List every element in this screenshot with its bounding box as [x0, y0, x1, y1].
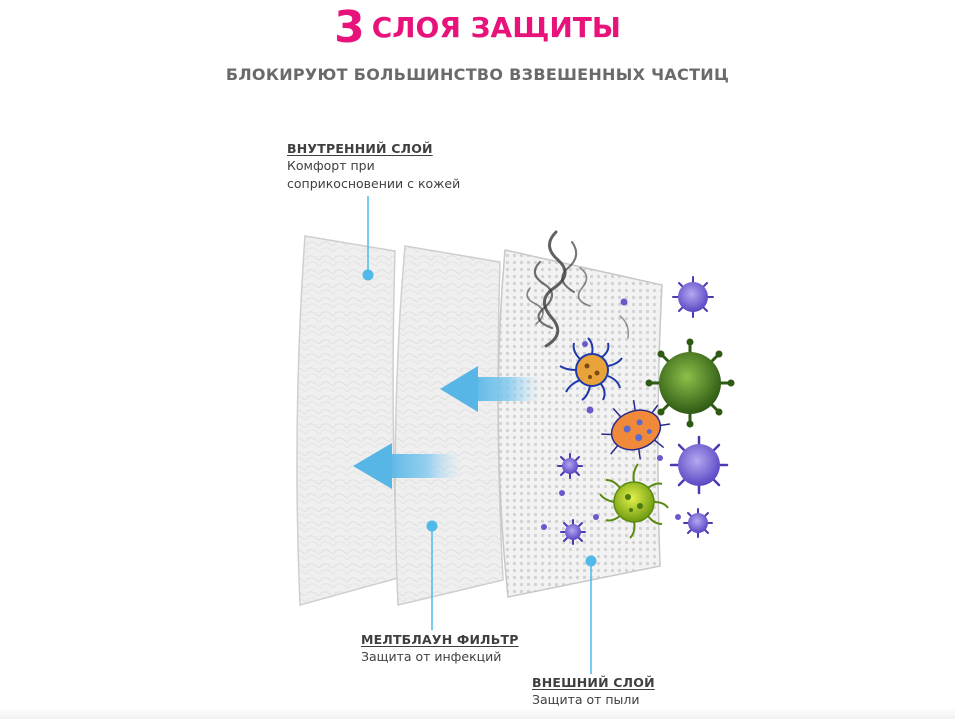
inner-layer-desc-1: Комфорт при: [287, 158, 375, 173]
inner-layer: [296, 235, 399, 606]
meltblown-layer-desc: Защита от инфекций: [361, 649, 502, 664]
inner-layer-title: ВНУТРЕННИЙ СЛОЙ: [287, 141, 433, 156]
page-subtitle: БЛОКИРУЮТ БОЛЬШИНСТВО ВЗВЕШЕННЫХ ЧАСТИЦ: [225, 65, 730, 84]
arrow-left-icon: [353, 443, 460, 489]
virus-icon: [672, 276, 714, 318]
virus-icon: [683, 508, 713, 538]
outer-layer-desc: Защита от пыли: [532, 692, 640, 707]
virus-icon: [645, 338, 735, 428]
title-number: 3: [334, 2, 366, 53]
bacteria-icon: [601, 399, 671, 460]
meltblown-layer: [394, 245, 504, 606]
title-text: СЛОЯ ЗАЩИТЫ: [371, 11, 621, 44]
germ-icon: [599, 463, 669, 539]
virus-icon: [557, 453, 583, 479]
meltblown-callout: [426, 520, 438, 630]
arrow-left-icon: [440, 366, 540, 412]
inner-callout: [362, 196, 374, 281]
footer-shade: [0, 708, 955, 719]
outer-callout: [585, 555, 597, 674]
particle-dots: [541, 298, 681, 530]
virus-icon: [669, 435, 729, 495]
outer-layer-title: ВНЕШНИЙ СЛОЙ: [532, 675, 655, 690]
meltblown-layer-title: МЕЛТБЛАУН ФИЛЬТР: [361, 632, 519, 647]
bacteria-icon: [559, 337, 623, 401]
virus-icon: [560, 519, 586, 545]
inner-layer-label: ВНУТРЕННИЙ СЛОЙ Комфорт при соприкоснове…: [287, 141, 460, 192]
inner-layer-desc-2: соприкосновении с кожей: [287, 176, 461, 191]
meltblown-layer-label: МЕЛТБЛАУН ФИЛЬТР Защита от инфекций: [361, 632, 519, 665]
outer-layer-label: ВНЕШНИЙ СЛОЙ Защита от пыли: [532, 675, 655, 708]
smoke-icon: [526, 230, 630, 348]
